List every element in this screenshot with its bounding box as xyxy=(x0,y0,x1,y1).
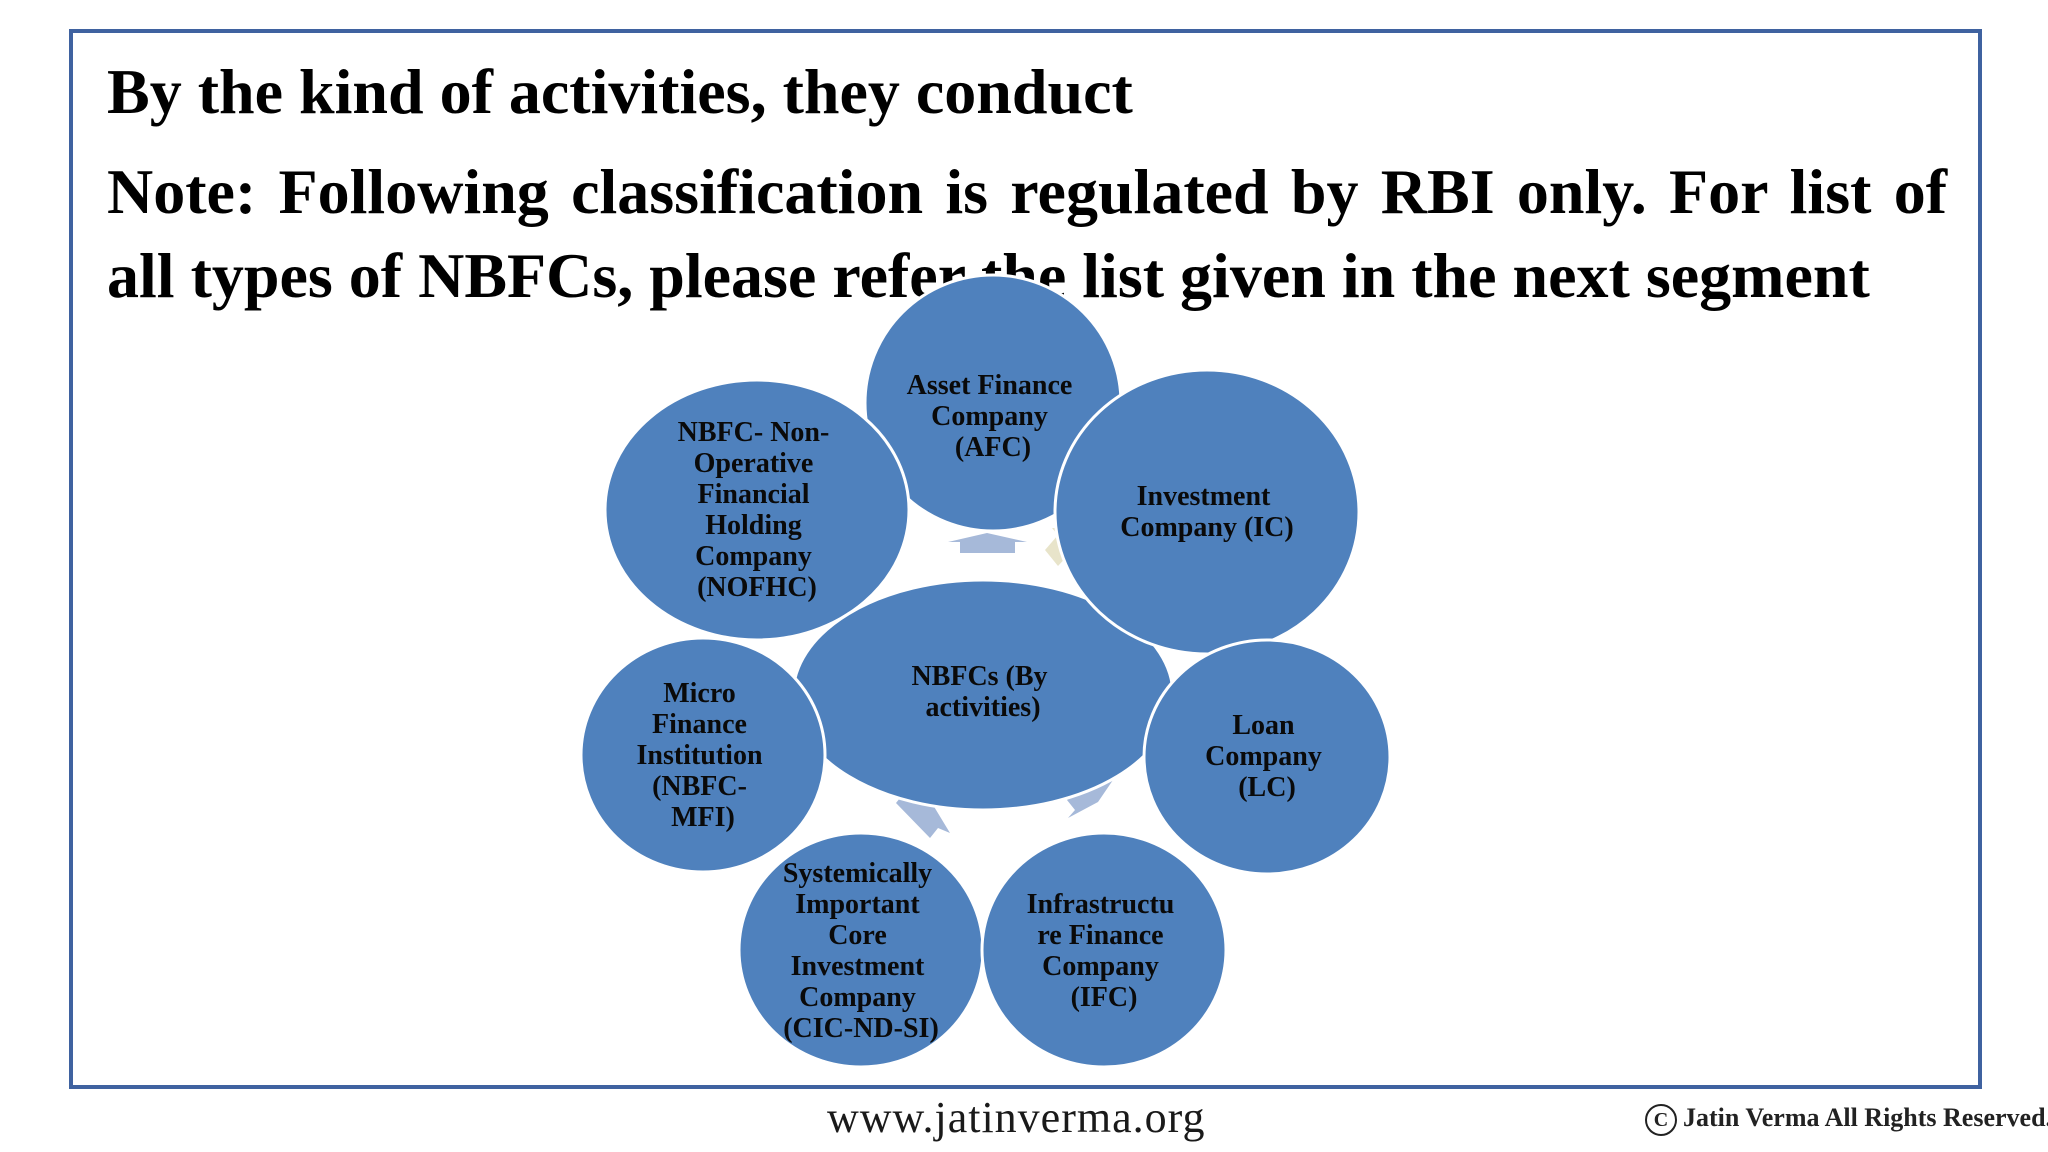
node-center: NBFCs (By activities) xyxy=(791,578,1175,812)
node-ic: Investment Company (IC) xyxy=(1053,368,1361,656)
node-cic-label: Systemically Important Core Investment C… xyxy=(783,858,939,1044)
node-lc: Loan Company (LC) xyxy=(1142,638,1392,876)
arrow-to-ifc xyxy=(1067,780,1113,818)
arrow-to-afc xyxy=(948,533,1027,553)
node-cic: Systemically Important Core Investment C… xyxy=(737,831,985,1069)
node-mfi: Micro Finance Institution (NBFC- MFI) xyxy=(579,636,827,874)
node-ifc: Infrastructu re Finance Company (IFC) xyxy=(980,831,1228,1069)
website-url: www.jatinverma.org xyxy=(827,1093,1206,1142)
node-ifc-label: Infrastructu re Finance Company (IFC) xyxy=(1027,889,1182,1013)
node-afc-label: Asset Finance Company (AFC) xyxy=(907,370,1080,463)
node-mfi-label: Micro Finance Institution (NBFC- MFI) xyxy=(636,678,769,833)
node-nofhc-label: NBFC- Non- Operative Financial Holding C… xyxy=(678,417,837,603)
node-lc-label: Loan Company (LC) xyxy=(1205,710,1329,803)
copyright-icon: C xyxy=(1645,1104,1677,1137)
content-frame xyxy=(69,29,1982,1089)
slide-title: By the kind of activities, they conduct xyxy=(107,56,1133,127)
node-center-label: NBFCs (By activities) xyxy=(911,661,1054,723)
copyright-text: Jatin Verma All Rights Reserved. xyxy=(1683,1103,2048,1132)
node-ic-label: Investment Company (IC) xyxy=(1120,481,1293,543)
node-nofhc: NBFC- Non- Operative Financial Holding C… xyxy=(603,378,911,642)
node-afc: Asset Finance Company (AFC) xyxy=(863,273,1123,533)
